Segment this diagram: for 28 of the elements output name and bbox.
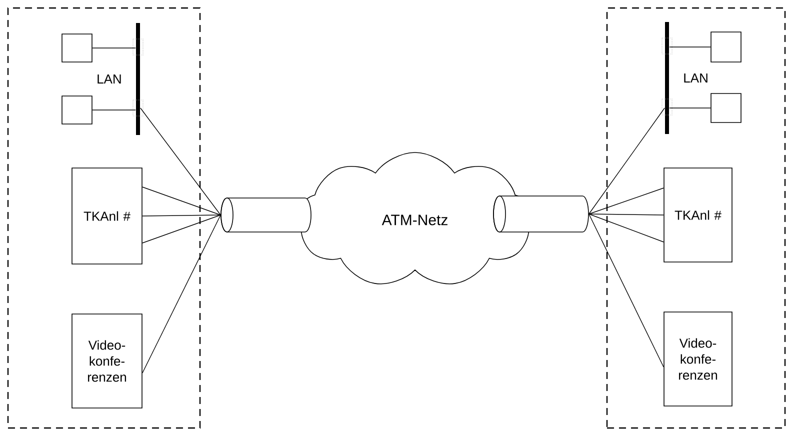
node-label: LAN — [684, 74, 708, 82]
dashed-region — [606, 7, 786, 429]
cable-cylinder — [493, 196, 589, 232]
connection-line — [142, 214, 221, 216]
connection-line — [588, 108, 665, 214]
device-box: TKAnl # — [664, 168, 732, 262]
device-box — [62, 96, 92, 124]
device-box — [62, 34, 92, 62]
device-box — [710, 93, 742, 123]
device-box: TKAnl # — [72, 168, 142, 264]
lan-bus: LAN — [662, 22, 708, 134]
connection-line — [669, 46, 711, 48]
connection-line — [142, 214, 221, 244]
device-box: Video- konfe- renzen — [664, 312, 732, 406]
connection-line — [588, 214, 664, 368]
connection-line — [140, 108, 221, 216]
connection-line — [588, 214, 664, 216]
device-box: Video- konfe- renzen — [72, 314, 142, 408]
connection-line — [588, 214, 664, 242]
connection-line — [142, 186, 221, 216]
dashed-region — [7, 7, 201, 429]
cable-cylinder — [220, 198, 312, 232]
connection-line — [588, 188, 664, 214]
node-label: LAN — [98, 74, 121, 84]
network-cloud: ATM-Netz — [298, 152, 532, 284]
lan-bus: LAN — [98, 23, 144, 135]
device-box — [710, 32, 742, 62]
connection-line — [142, 214, 221, 374]
